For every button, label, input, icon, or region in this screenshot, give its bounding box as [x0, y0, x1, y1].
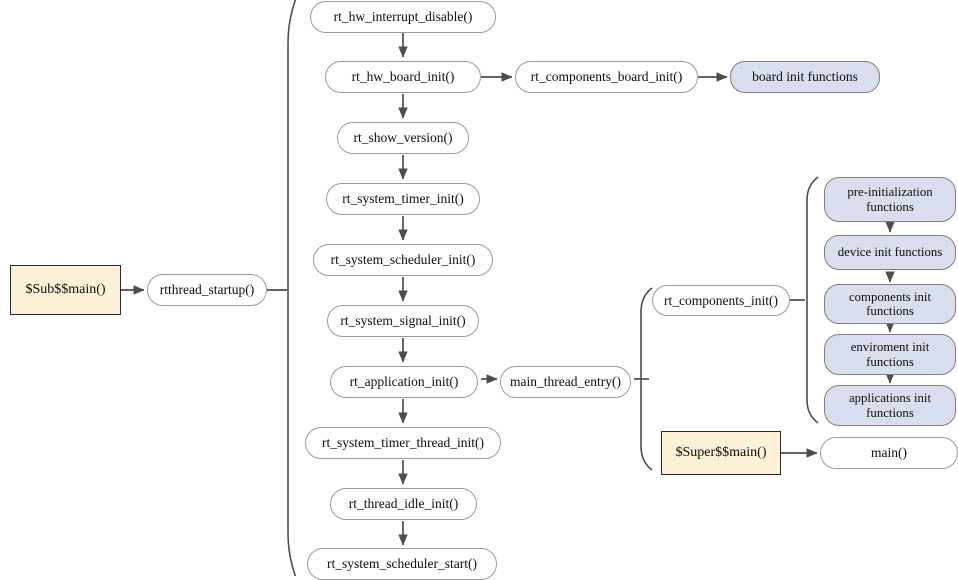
brace-main-thread-entry-group: [640, 287, 653, 471]
node-rt-show-version[interactable]: rt_show_version(): [337, 122, 469, 154]
node-applications-init-functions[interactable]: applications init functions: [824, 385, 956, 426]
brace-main-column: [287, 0, 297, 576]
node-sub-main[interactable]: $Sub$$main(): [10, 265, 121, 315]
node-rt-components-board-init[interactable]: rt_components_board_init(): [515, 61, 698, 93]
brace-components-init-group: [806, 176, 819, 424]
node-components-init-functions[interactable]: components init functions: [824, 284, 956, 324]
node-rt-application-init[interactable]: rt_application_init(): [330, 366, 478, 398]
node-rt-system-signal-init[interactable]: rt_system_signal_init(): [327, 305, 479, 337]
node-super-main[interactable]: $Super$$main(): [661, 431, 781, 475]
node-rt-system-timer-thread-init[interactable]: rt_system_timer_thread_init(): [305, 427, 501, 459]
node-rt-thread-idle-init[interactable]: rt_thread_idle_init(): [330, 488, 477, 520]
node-rtthread-startup[interactable]: rtthread_startup(): [147, 274, 267, 306]
node-board-init-functions[interactable]: board init functions: [730, 61, 880, 93]
node-pre-initialization-functions[interactable]: pre-initialization functions: [824, 177, 956, 222]
node-rt-components-init[interactable]: rt_components_init(): [652, 285, 790, 316]
node-rt-system-scheduler-init[interactable]: rt_system_scheduler_init(): [313, 244, 493, 276]
node-rt-hw-board-init[interactable]: rt_hw_board_init(): [325, 61, 481, 93]
node-rt-hw-interrupt-disable[interactable]: rt_hw_interrupt_disable(): [310, 1, 496, 33]
node-enviroment-init-functions[interactable]: enviroment init functions: [824, 334, 956, 375]
node-rt-system-scheduler-start[interactable]: rt_system_scheduler_start(): [307, 548, 497, 580]
node-main[interactable]: main(): [820, 437, 958, 469]
node-rt-system-timer-init[interactable]: rt_system_timer_init(): [326, 183, 480, 215]
node-main-thread-entry[interactable]: main_thread_entry(): [500, 366, 631, 398]
node-device-init-functions[interactable]: device init functions: [824, 235, 956, 270]
